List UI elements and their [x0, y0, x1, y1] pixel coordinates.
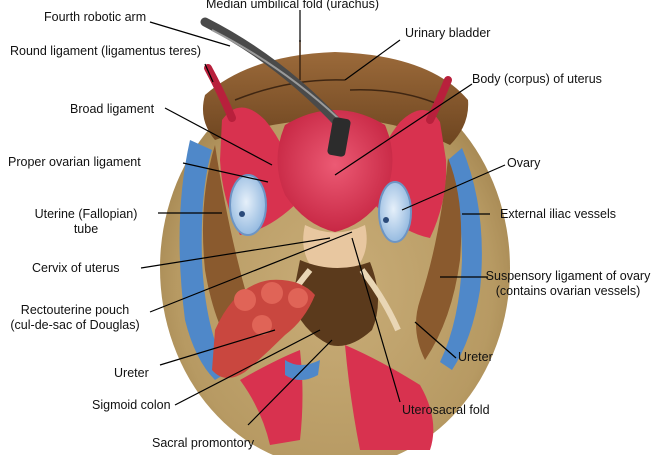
- label-body-of-uterus: Body (corpus) of uterus: [472, 72, 602, 86]
- right-ovary-shape: [378, 181, 412, 243]
- leader-urinary-bladder: [344, 39, 401, 81]
- rectouterine-pouch-shape: [292, 260, 379, 346]
- bladder-fold-lines: [234, 40, 441, 106]
- ovary-spot-left: [239, 211, 245, 217]
- leader-broad-ligament: [164, 107, 273, 166]
- label-uterine-tube-line1: Uterine (Fallopian): [34, 207, 138, 221]
- leader-proper-ovarian: [182, 162, 269, 183]
- label-suspensory-line2: (contains ovarian vessels): [495, 284, 641, 298]
- robotic-arm-shaft: [200, 17, 345, 130]
- robotic-arm-tip: [327, 117, 351, 157]
- right-pelvic-wall: [416, 158, 462, 360]
- right-iliac-vessels-shape: [440, 148, 482, 370]
- label-suspensory-ligament: Suspensory ligament of ovary (contains o…: [478, 269, 658, 299]
- leader-body-uterus: [334, 83, 473, 176]
- label-round-ligament: Round ligament (ligamentus teres): [10, 44, 202, 58]
- leader-lines: [140, 10, 506, 426]
- label-fourth-robotic-arm: Fourth robotic arm: [44, 10, 147, 24]
- colon-lobe-3: [288, 288, 308, 308]
- leader-rectouterine: [149, 231, 353, 313]
- leader-ureter-left: [159, 329, 276, 366]
- label-rectouterine-line2: (cul-de-sac of Douglas): [10, 318, 140, 332]
- label-median-umbilical-fold: Median umbilical fold (urachus): [206, 0, 379, 11]
- robotic-arm-highlight: [211, 29, 339, 119]
- lower-vessels-right: [345, 345, 434, 450]
- label-sacral-promontory: Sacral promontory: [152, 436, 255, 450]
- leader-ovary: [401, 164, 506, 211]
- label-uterosacral-fold: Uterosacral fold: [402, 403, 490, 417]
- label-rectouterine-pouch: Rectouterine pouch (cul-de-sac of Dougla…: [0, 303, 150, 333]
- label-proper-ovarian-ligament: Proper ovarian ligament: [8, 155, 141, 169]
- colon-lobe-1: [234, 289, 256, 311]
- left-iliac-vessels-shape: [179, 140, 228, 380]
- uterosacral-fold-right: [359, 268, 401, 332]
- label-ovary: Ovary: [507, 156, 541, 170]
- uterus-body-shape: [277, 110, 393, 232]
- label-urinary-bladder: Urinary bladder: [405, 26, 491, 40]
- round-ligament-right: [426, 76, 452, 124]
- label-ureter-left: Ureter: [114, 366, 149, 380]
- leader-sacral-promontory: [247, 339, 333, 426]
- label-ureter-right: Ureter: [458, 350, 493, 364]
- colon-lobe-4: [252, 315, 272, 335]
- label-rectouterine-line1: Rectouterine pouch: [20, 303, 130, 317]
- label-cervix-of-uterus: Cervix of uterus: [32, 261, 120, 275]
- label-external-iliac-vessels: External iliac vessels: [500, 207, 617, 221]
- label-broad-ligament: Broad ligament: [70, 102, 155, 116]
- left-ovary-shape: [229, 174, 267, 236]
- round-ligament-left: [204, 64, 236, 122]
- label-uterine-tube-line2: tube: [73, 222, 99, 236]
- label-suspensory-line1: Suspensory ligament of ovary: [485, 269, 651, 283]
- leader-round-ligament: [204, 63, 214, 83]
- leader-ureter-right: [414, 321, 457, 359]
- label-sigmoid-colon: Sigmoid colon: [92, 398, 171, 412]
- colon-lobe-2: [261, 282, 283, 304]
- leader-cervix: [140, 237, 331, 269]
- leader-fourth-arm: [149, 21, 231, 47]
- leader-sigmoid-colon: [174, 329, 321, 406]
- label-uterine-tube: Uterine (Fallopian) tube: [26, 207, 146, 237]
- ovary-spot-right: [383, 217, 389, 223]
- leader-uterosacral: [351, 237, 401, 403]
